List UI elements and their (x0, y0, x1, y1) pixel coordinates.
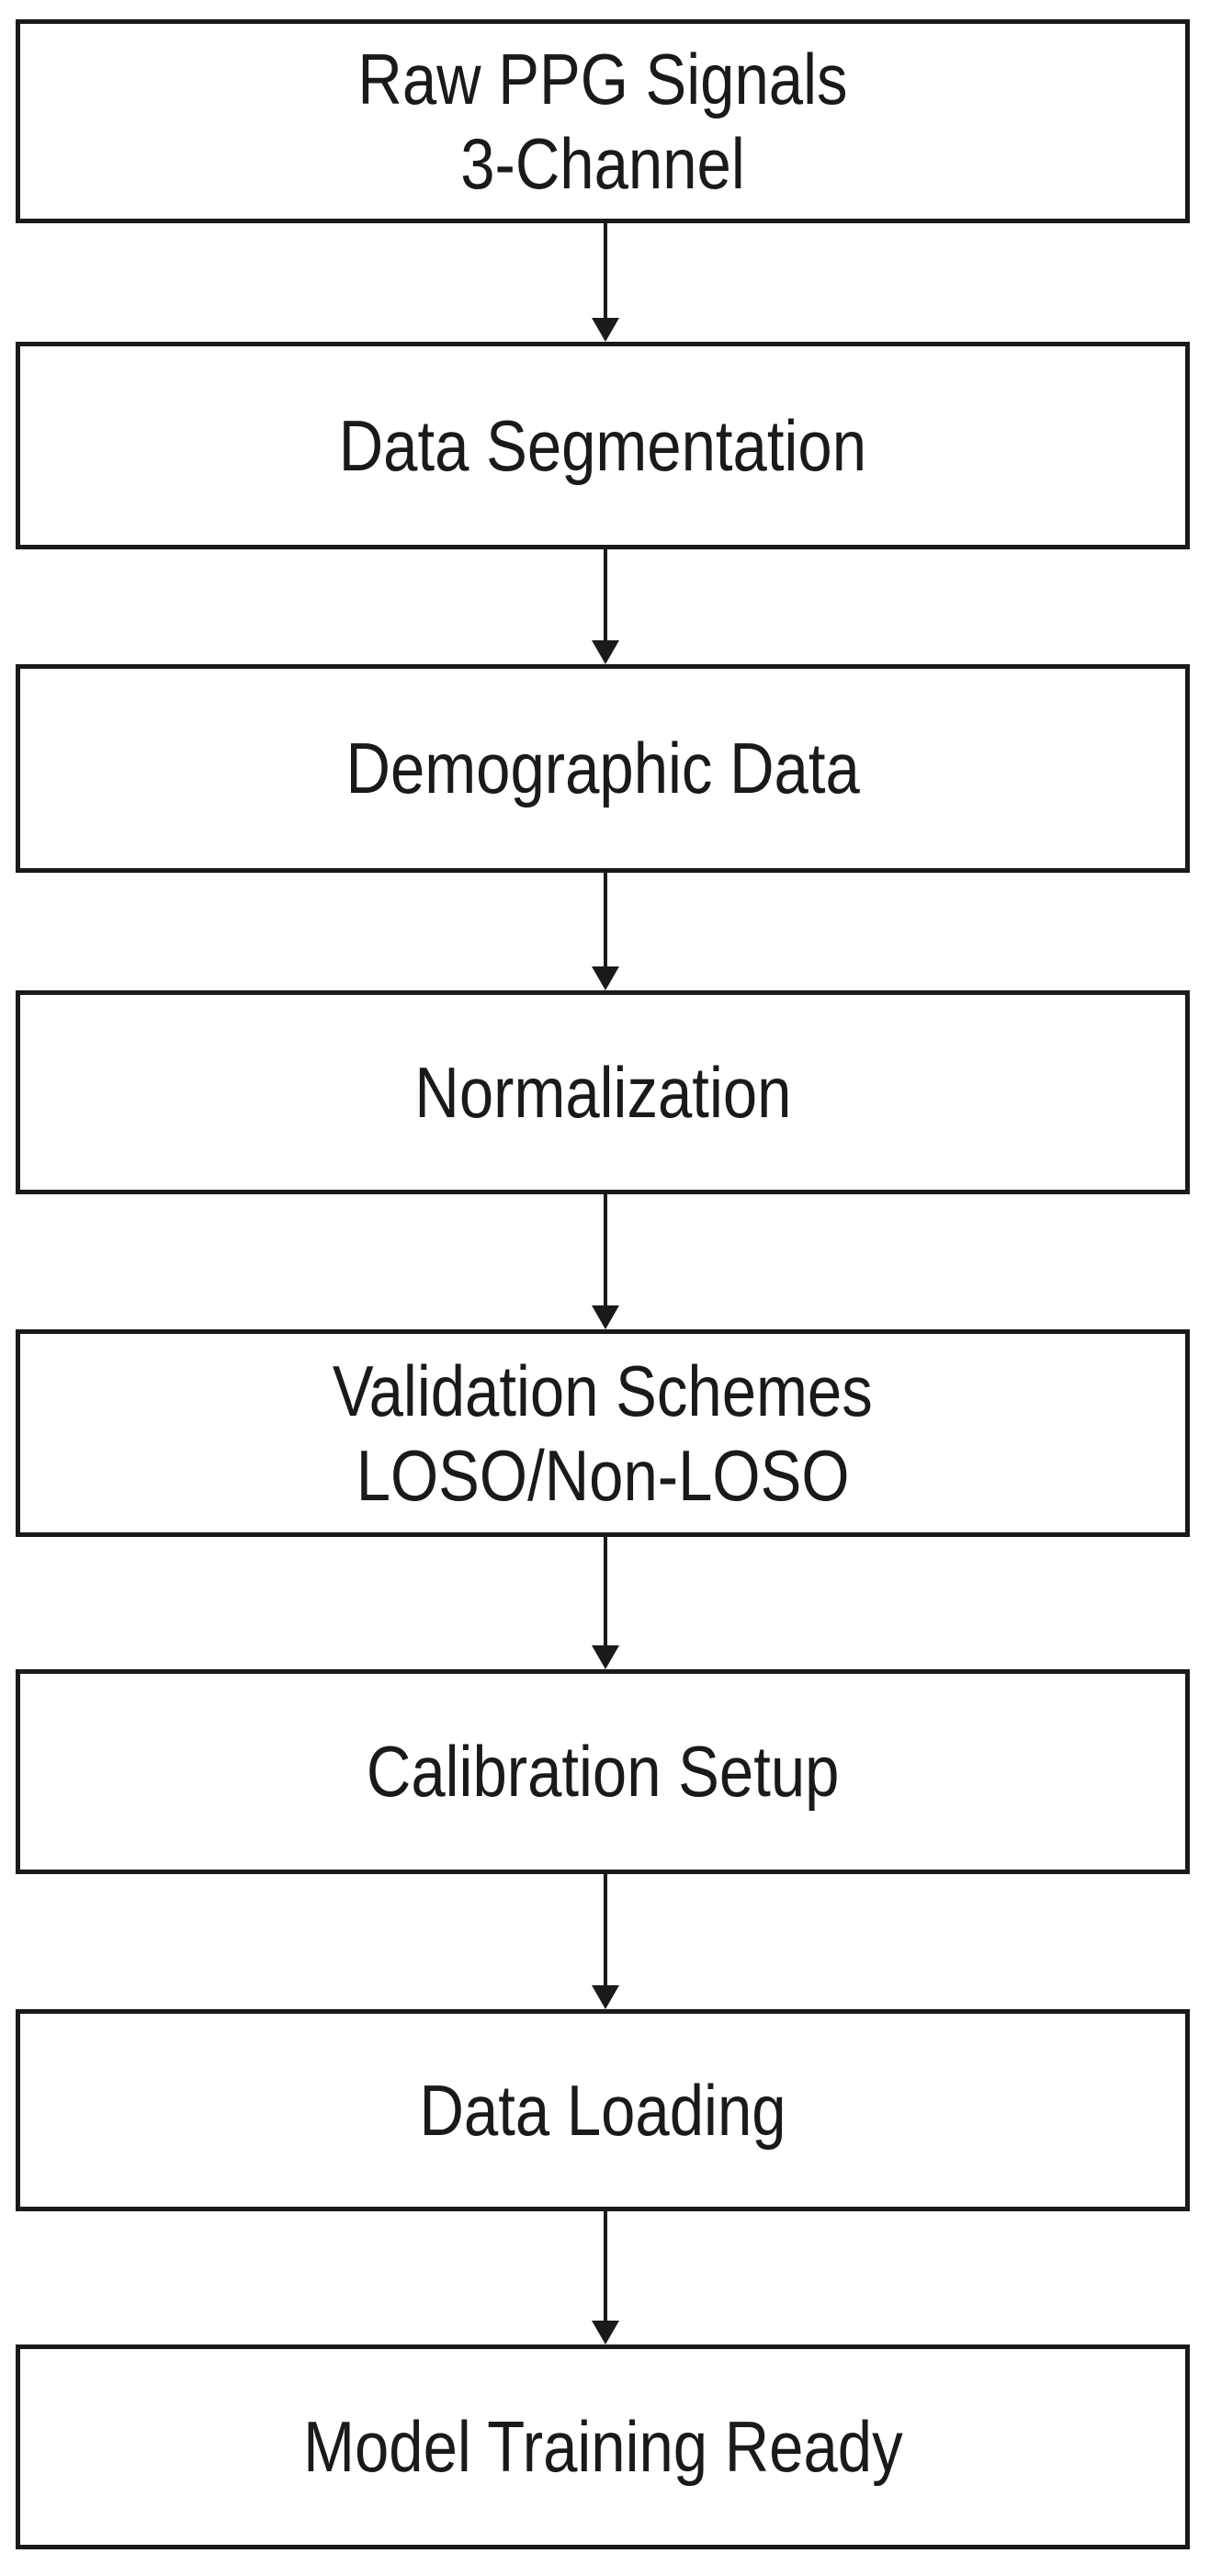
flow-connector-arrow (0, 549, 1210, 664)
flow-node-label: Normalization (413, 1051, 792, 1133)
flow-connector-arrow (0, 1537, 1210, 1669)
flow-node-label: 3-Channel (460, 123, 745, 204)
flow-connector-arrow (0, 1874, 1210, 2009)
flow-connector-arrow (0, 873, 1210, 990)
flow-node-label: Raw PPG Signals (357, 38, 848, 119)
flow-connector-arrow (0, 2211, 1210, 2344)
flow-node-demographic-data[interactable]: Demographic Data (16, 664, 1190, 873)
flow-node-data-loading[interactable]: Data Loading (16, 2009, 1190, 2211)
flow-node-normalization[interactable]: Normalization (16, 990, 1190, 1194)
flow-node-label: Calibration Setup (366, 1731, 840, 1813)
flow-node-label: Model Training Ready (302, 2406, 903, 2488)
flow-node-label: Data Segmentation (338, 404, 867, 486)
flow-node-label: Data Loading (419, 2069, 786, 2151)
flow-node-label: Validation Schemes (333, 1350, 873, 1431)
flow-node-calibration-setup[interactable]: Calibration Setup (16, 1669, 1190, 1874)
flow-connector-arrow (0, 1194, 1210, 1329)
flow-node-label: LOSO/Non-LOSO (356, 1435, 850, 1516)
flow-node-label: Demographic Data (345, 728, 860, 809)
flow-node-model-training-ready[interactable]: Model Training Ready (16, 2344, 1190, 2549)
flow-connector-arrow (0, 223, 1210, 342)
flow-node-data-segmentation[interactable]: Data Segmentation (16, 342, 1190, 549)
